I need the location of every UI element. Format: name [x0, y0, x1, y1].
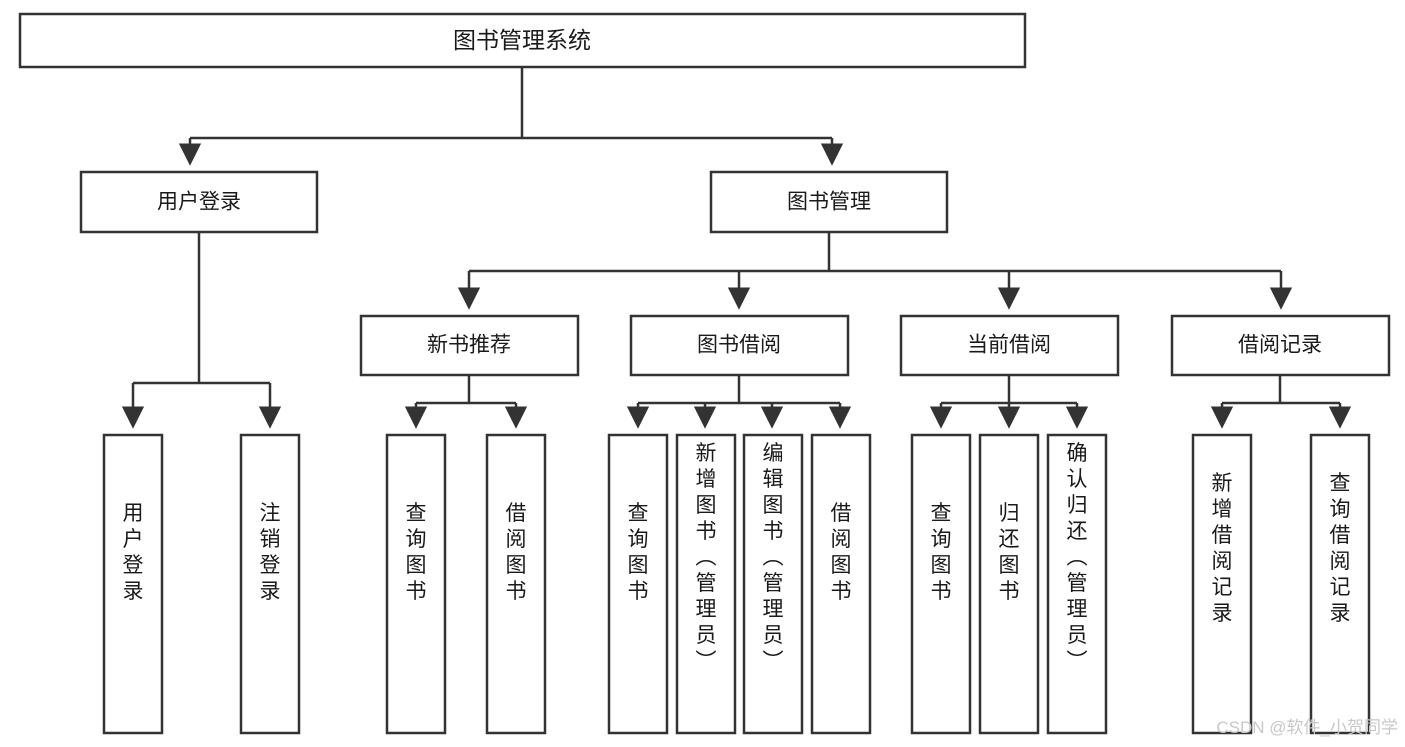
node-book-borrow[interactable]: 图书借阅: [629, 314, 850, 377]
node-root-box: [18, 12, 1027, 69]
leaf-borrow-book-2[interactable]: 借阅图书: [810, 433, 872, 735]
leaf-borrow-book-1-label: 借阅图书: [506, 502, 527, 603]
leaf-logout-box: [239, 433, 301, 735]
leaf-logout[interactable]: 注销登录: [239, 433, 301, 735]
node-user-login-box: [79, 170, 319, 234]
leaf-user-login[interactable]: 用户登录: [102, 433, 164, 735]
leaf-query-book-3-box: [910, 433, 972, 735]
leaf-edit-book-box: [742, 433, 804, 735]
leaf-return-book[interactable]: 归还图书: [978, 433, 1040, 735]
edge-new-book-recommend-to-leaves: [404, 375, 528, 429]
node-book-borrow-label: 图书借阅: [697, 334, 781, 357]
edge-book-borrow-to-leaves: [626, 375, 852, 429]
node-new-book-recommend-box: [359, 314, 580, 377]
leaf-query-record-box: [1309, 433, 1371, 735]
leaf-edit-book-label: 编辑图书︵管理员︶: [763, 442, 784, 673]
leaf-confirm-return-label: 确认归还︵管理员︶: [1067, 442, 1088, 673]
leaf-query-book-1[interactable]: 查询图书: [385, 433, 447, 735]
leaf-query-book-1-label: 查询图书: [406, 502, 427, 603]
edge-book-management-to-level3: [457, 232, 1293, 310]
leaf-confirm-return[interactable]: 确认归还︵管理员︶: [1046, 433, 1108, 735]
edge-user-login-to-leaves: [121, 232, 282, 429]
leaf-query-book-2-label: 查询图书: [628, 502, 649, 603]
leaf-user-login-label: 用户登录: [123, 502, 144, 603]
watermark-text: CSDN @软件_小贺同学: [1216, 718, 1398, 737]
leaf-add-book[interactable]: 新增图书︵管理员︶: [675, 433, 737, 735]
node-book-management[interactable]: 图书管理: [709, 170, 949, 234]
leaf-return-book-box: [978, 433, 1040, 735]
node-current-borrow[interactable]: 当前借阅: [899, 314, 1120, 377]
node-borrow-record[interactable]: 借阅记录: [1170, 314, 1391, 377]
leaf-logout-label: 注销登录: [260, 502, 281, 603]
node-book-management-label: 图书管理: [787, 191, 871, 214]
node-current-borrow-label: 当前借阅: [967, 334, 1051, 357]
leaf-return-book-label: 归还图书: [999, 502, 1020, 603]
edge-borrow-record-to-leaves: [1210, 375, 1352, 429]
edge-current-borrow-to-leaves: [929, 375, 1089, 429]
leaf-query-book-3-label: 查询图书: [931, 502, 952, 603]
leaf-edit-book[interactable]: 编辑图书︵管理员︶: [742, 433, 804, 735]
leaf-query-book-1-box: [385, 433, 447, 735]
leaf-borrow-book-2-box: [810, 433, 872, 735]
leaf-query-record[interactable]: 查询借阅记录: [1309, 433, 1371, 735]
leaf-add-book-label: 新增图书︵管理员︶: [696, 442, 717, 673]
node-root[interactable]: 图书管理系统: [18, 12, 1027, 69]
leaf-borrow-book-1-box: [485, 433, 547, 735]
node-user-login-label: 用户登录: [157, 191, 241, 214]
leaf-query-book-3[interactable]: 查询图书: [910, 433, 972, 735]
leaf-query-book-2-box: [607, 433, 669, 735]
leaf-borrow-book-1[interactable]: 借阅图书: [485, 433, 547, 735]
leaf-add-book-box: [675, 433, 737, 735]
leaf-add-record-label: 新增借阅记录: [1212, 472, 1233, 625]
node-user-login[interactable]: 用户登录: [79, 170, 319, 234]
leaf-borrow-book-2-label: 借阅图书: [831, 502, 852, 603]
node-new-book-recommend[interactable]: 新书推荐: [359, 314, 580, 377]
leaf-add-record-box: [1191, 433, 1253, 735]
node-root-label: 图书管理系统: [453, 27, 591, 53]
leaf-add-record[interactable]: 新增借阅记录: [1191, 433, 1253, 735]
leaf-query-record-label: 查询借阅记录: [1330, 472, 1351, 625]
edge-root-to-level2: [178, 67, 844, 166]
leaf-user-login-box: [102, 433, 164, 735]
node-borrow-record-label: 借阅记录: [1238, 334, 1322, 357]
leaf-confirm-return-box: [1046, 433, 1108, 735]
node-current-borrow-box: [899, 314, 1120, 377]
node-new-book-recommend-label: 新书推荐: [427, 334, 511, 357]
leaf-query-book-2[interactable]: 查询图书: [607, 433, 669, 735]
